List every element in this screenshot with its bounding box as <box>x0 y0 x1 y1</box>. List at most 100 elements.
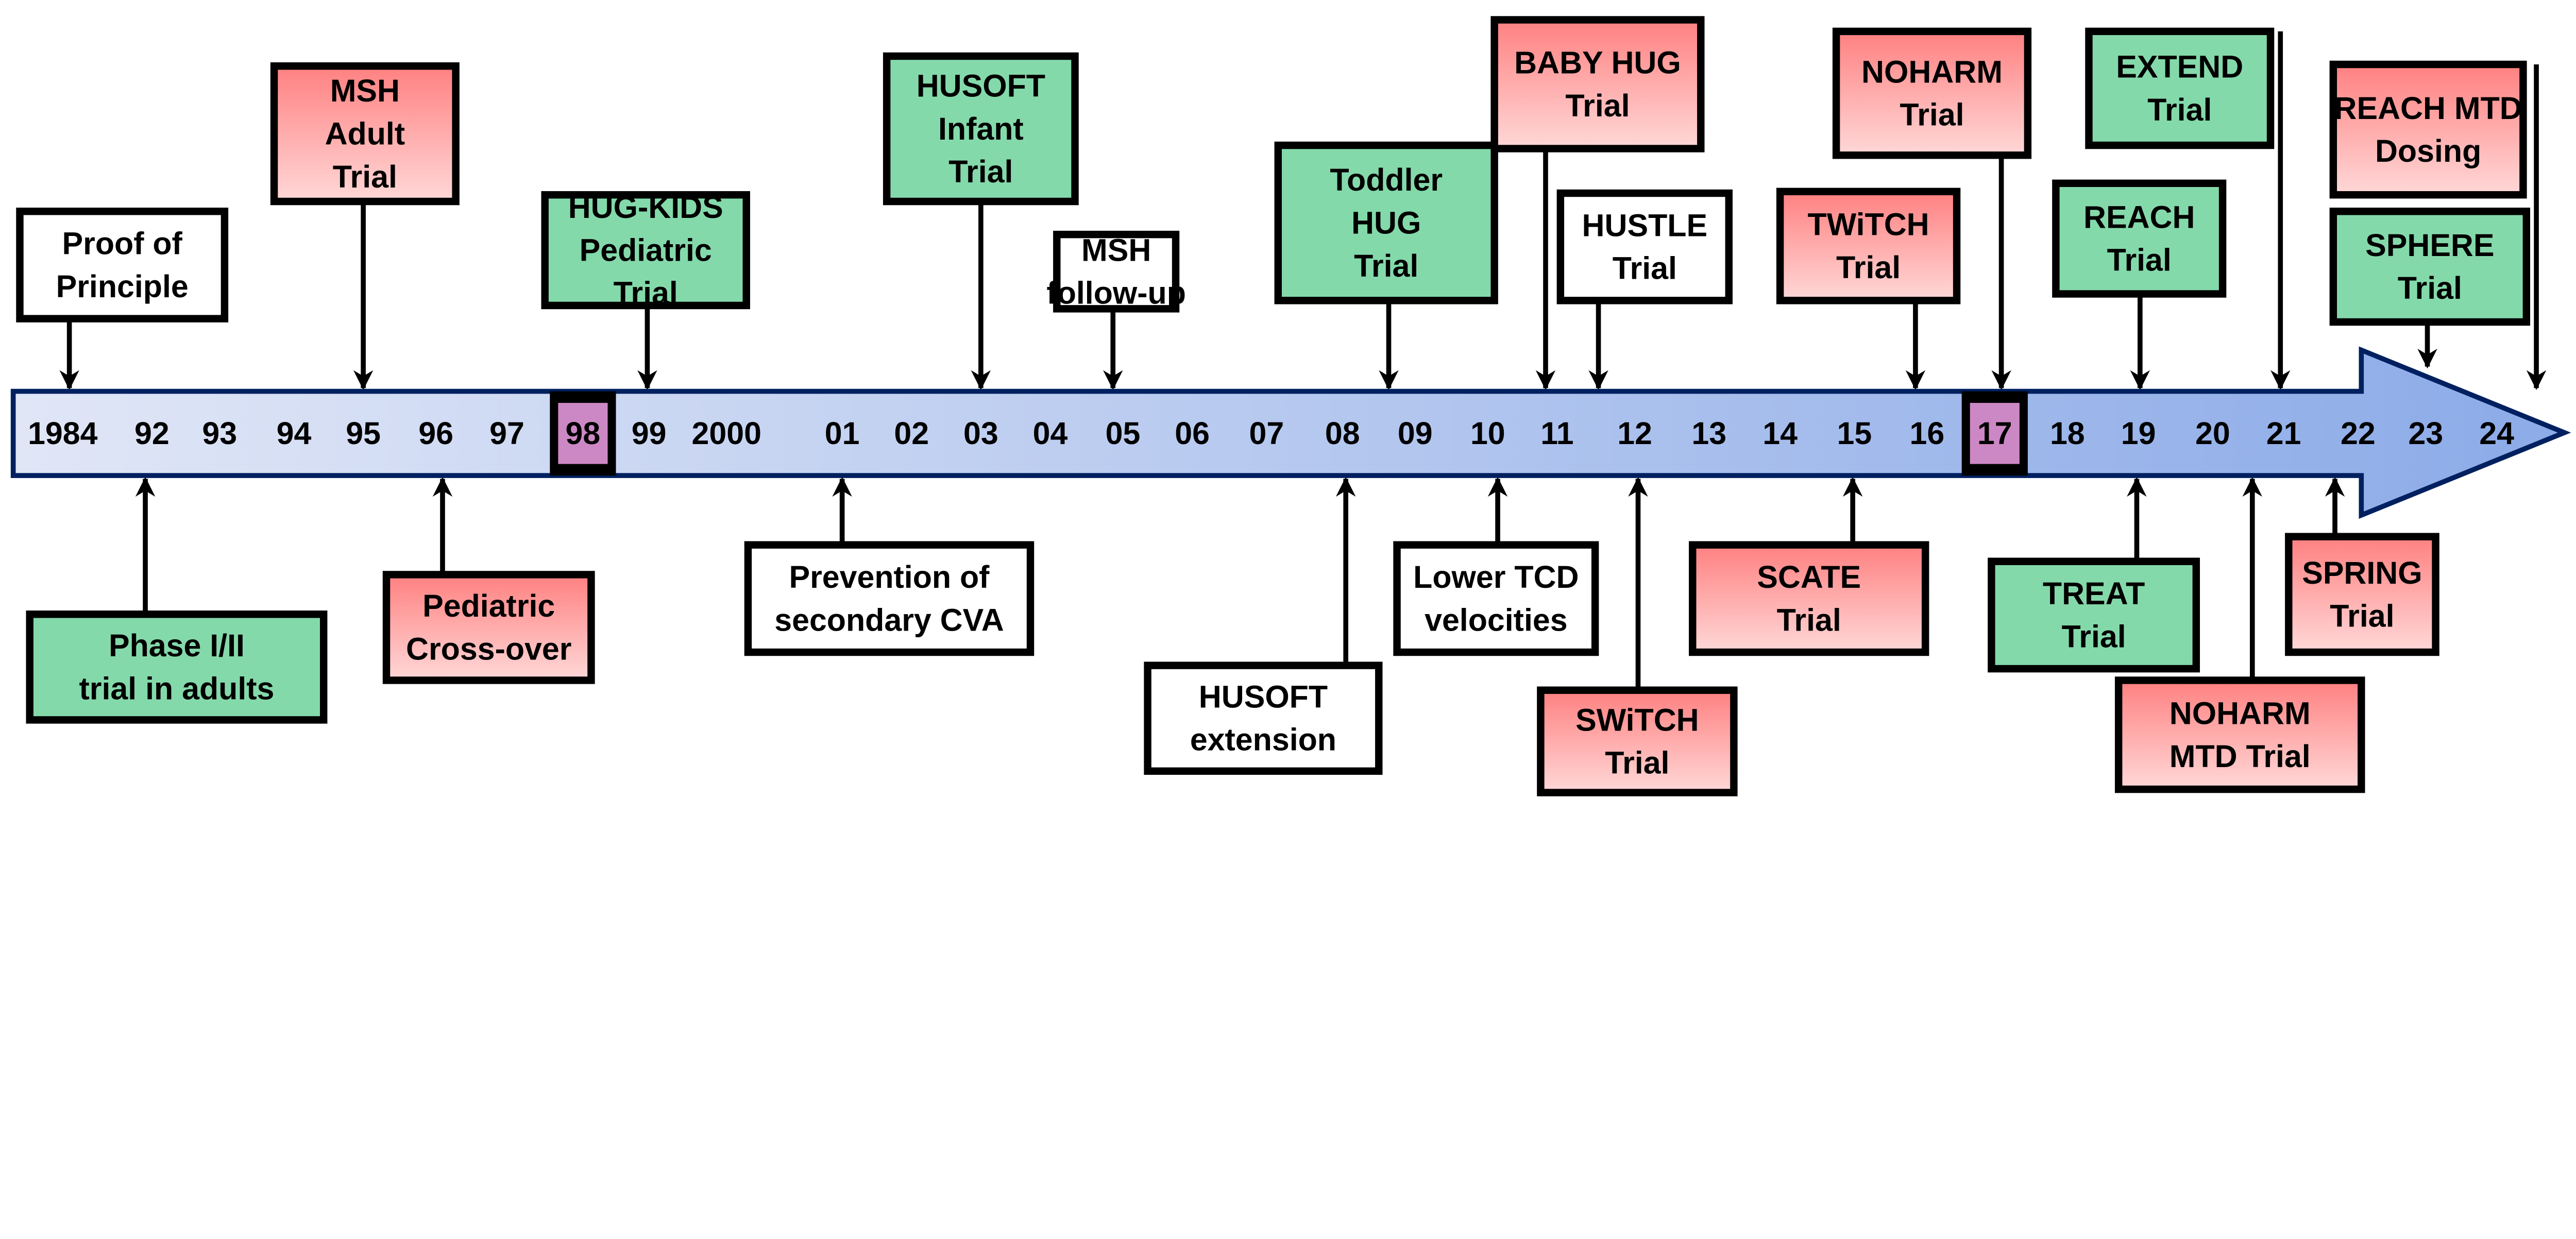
year-label-19: 19 <box>2121 416 2156 451</box>
event-box-frame <box>26 610 328 724</box>
event-box-frame <box>16 208 229 323</box>
event-box-frame <box>2285 533 2439 656</box>
event-box-frame <box>2085 27 2275 149</box>
event-label-line: TWiTCH <box>1808 207 1929 242</box>
event-boxes: Proof ofPrincipleMSHAdultTrialHUG-KIDSPe… <box>16 16 2531 796</box>
year-label-13: 13 <box>1691 416 1726 451</box>
year-label-21: 21 <box>2266 416 2301 451</box>
event-label-line: Phase I/II <box>109 628 245 663</box>
year-label-10: 10 <box>1470 416 1505 451</box>
year-label-09: 09 <box>1398 416 1433 451</box>
event-box-frame <box>1988 557 2200 673</box>
event-label-line: secondary CVA <box>774 602 1004 637</box>
event-label-line: Proof of <box>62 226 183 261</box>
year-label-99: 99 <box>632 416 667 451</box>
year-label-2000: 2000 <box>692 416 761 451</box>
event-label-line: Trial <box>2398 270 2462 305</box>
year-label-97: 97 <box>489 416 524 451</box>
event-label-line: Pediatric <box>422 588 555 623</box>
year-label-07: 07 <box>1249 416 1284 451</box>
event-box-frame <box>1053 230 1180 313</box>
year-label-17: 17 <box>1977 416 2012 451</box>
year-label-03: 03 <box>963 416 998 451</box>
year-label-11: 11 <box>1540 416 1573 451</box>
event-label-line: REACH MTD <box>2334 91 2522 126</box>
event-label-line: Pediatric <box>580 232 712 267</box>
event-box-phase-i-ii-trial-in-adults: Phase I/II trial in adults <box>26 610 328 724</box>
event-label-line: HUG <box>1351 206 1421 241</box>
event-label-line: Prevention of <box>789 559 990 595</box>
year-label-23: 23 <box>2408 416 2443 451</box>
event-label-line: Trial <box>2107 243 2172 278</box>
event-box-frame <box>1274 141 1498 304</box>
event-label-line: TREAT <box>2043 576 2145 611</box>
event-label-line: extension <box>1190 722 1336 757</box>
year-label-06: 06 <box>1175 416 1210 451</box>
event-label-line: Dosing <box>2375 133 2481 168</box>
year-label-05: 05 <box>1106 416 1141 451</box>
year-label-20: 20 <box>2195 416 2230 451</box>
event-label-line: REACH <box>2083 199 2195 234</box>
event-box-proof-of-principle: Proof of Principle <box>16 208 229 323</box>
event-label-line: trial in adults <box>79 671 275 706</box>
event-box-frame <box>541 191 750 310</box>
event-label-line: SWiTCH <box>1575 702 1699 737</box>
year-label-24: 24 <box>2479 416 2514 451</box>
event-label-line: Trial <box>1613 251 1677 286</box>
event-box-switch-trial: SWiTCH Trial <box>1537 686 1738 796</box>
year-label-98: 98 <box>566 416 601 451</box>
event-box-frame <box>1393 541 1599 656</box>
year-label-95: 95 <box>346 416 381 451</box>
event-label-line: Trial <box>614 276 678 311</box>
highlight-fill-98 <box>558 403 608 464</box>
event-label-line: Trial <box>2147 92 2212 127</box>
event-box-frame <box>744 541 1035 656</box>
event-label-line: Toddler <box>1330 162 1443 197</box>
year-label-04: 04 <box>1033 416 1068 451</box>
event-label-line: Trial <box>333 159 397 194</box>
event-label-line: Trial <box>2330 598 2394 633</box>
year-label-15: 15 <box>1837 416 1872 451</box>
event-box-reach-mtd-dosing: REACH MTD Dosing <box>2329 60 2527 199</box>
event-label-line: Trial <box>1900 97 1964 132</box>
year-label-96: 96 <box>418 416 453 451</box>
year-label-12: 12 <box>1617 416 1652 451</box>
event-box-frame <box>2052 179 2227 298</box>
year-label-02: 02 <box>894 416 929 451</box>
year-label-93: 93 <box>202 416 237 451</box>
event-label-line: Adult <box>325 116 405 151</box>
event-label-line: HUSOFT <box>917 68 1045 103</box>
event-box-frame <box>1689 541 1929 656</box>
event-label-line: Cross-over <box>406 631 571 666</box>
event-label-line: HUSTLE <box>1582 208 1708 243</box>
event-label-line: Principle <box>56 269 189 304</box>
event-box-frame <box>2329 208 2531 326</box>
event-label-line: follow-up <box>1046 276 1185 311</box>
highlight-fill-17 <box>1970 403 2020 464</box>
event-box-frame <box>1537 686 1738 796</box>
event-label-line: Infant <box>938 111 1024 146</box>
year-label-14: 14 <box>1762 416 1798 451</box>
event-box-reach-trial: REACH Trial <box>2052 179 2227 298</box>
year-label-94: 94 <box>277 416 312 451</box>
event-box-frame <box>1776 188 1961 304</box>
year-label-01: 01 <box>825 416 860 451</box>
event-box-frame <box>2329 60 2527 199</box>
year-label-18: 18 <box>2050 416 2085 451</box>
event-label-line: Trial <box>1605 745 1669 780</box>
event-label-line: MTD Trial <box>2170 739 2311 774</box>
year-label-22: 22 <box>2341 416 2376 451</box>
